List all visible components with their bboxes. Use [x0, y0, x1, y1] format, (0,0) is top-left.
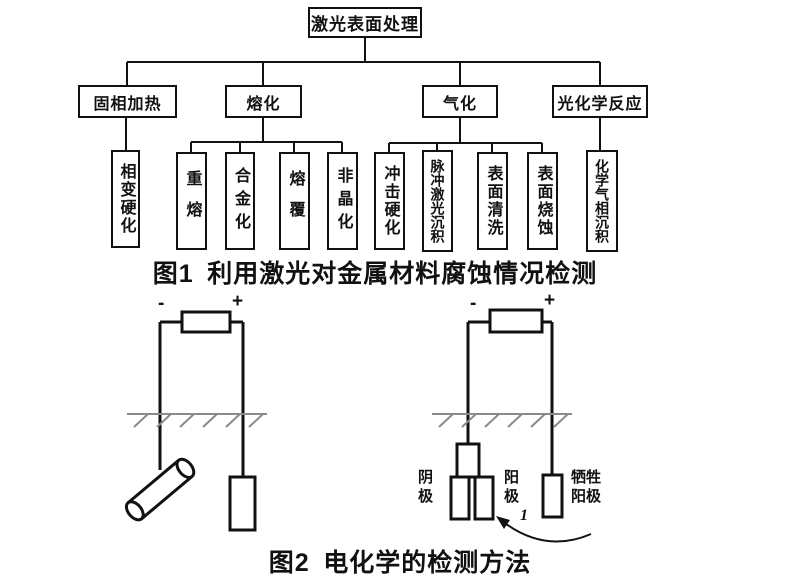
left-plus-sign: +: [232, 291, 244, 312]
anode-label: 阳极: [502, 469, 519, 507]
node-vaporization: 气化: [422, 85, 498, 118]
node-cladding: 熔覆: [279, 152, 310, 250]
node-photochemical-reaction: 光化学反应: [552, 85, 648, 118]
node-shock-hardening: 冲击硬化: [374, 152, 405, 250]
figure2-caption: 图2 电化学的检测方法: [268, 549, 532, 576]
left-circuit-wires: [158, 320, 245, 477]
right-minus-sign: -: [470, 293, 477, 314]
figure1-connectors: [125, 38, 601, 152]
pointer-arrow: [501, 520, 592, 543]
node-alloying: 合金化: [225, 152, 255, 250]
node-solid-phase-heating: 固相加热: [78, 85, 177, 118]
right-battery: [488, 308, 544, 334]
node-melting: 熔化: [225, 85, 302, 118]
cathode-electrode: [449, 475, 471, 521]
node-pulsed-laser-deposition: 脉冲激光沉积: [422, 150, 453, 252]
node-remelting: 重熔: [176, 152, 207, 250]
right-plus-sign: +: [544, 290, 556, 311]
pointer-arrowhead: [496, 516, 510, 529]
left-ground: [127, 413, 267, 428]
right-ground: [432, 413, 572, 428]
left-minus-sign: -: [158, 293, 165, 314]
electrode-yoke: [455, 442, 481, 479]
left-electrode: [228, 475, 257, 532]
anode-electrode: [473, 475, 495, 521]
node-laser-surface-treatment: 激光表面处理: [308, 7, 422, 38]
node-amorphization: 非晶化: [327, 152, 358, 250]
left-battery: [180, 310, 232, 334]
node-surface-cleaning: 表面清洗: [477, 152, 508, 250]
tilted-cylinder-probe: [124, 457, 196, 522]
arrow-number-label: 1: [520, 507, 528, 524]
node-chemical-vapor-deposition: 化学气相沉积: [586, 150, 618, 252]
cathode-label: 阴极: [416, 469, 433, 507]
right-circuit-wires: [466, 320, 554, 475]
node-surface-ablation: 表面烧蚀: [527, 152, 558, 250]
sacrificial-anode-electrode: [541, 473, 564, 519]
figure1-caption: 图1 利用激光对金属材料腐蚀情况检测: [152, 260, 598, 288]
node-phase-transformation-hardening: 相变硬化: [111, 150, 140, 248]
sacrificial-anode-label: 牺牲 阳极: [571, 469, 602, 505]
